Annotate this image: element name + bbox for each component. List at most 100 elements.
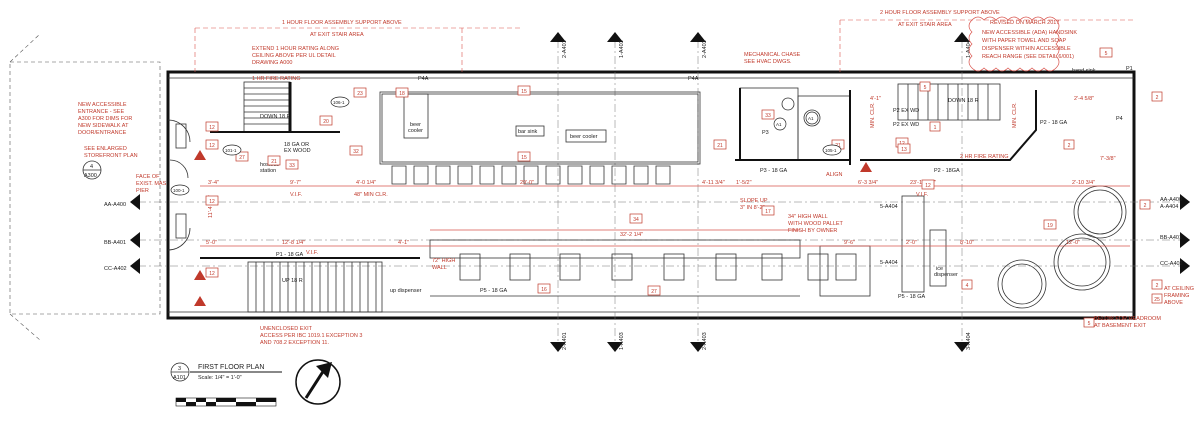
section-label: 5-A404 [880,260,898,266]
partition-type: P2 EX WD [893,122,919,128]
vif: V.I.F. [306,250,318,256]
section-marker [954,342,970,352]
door-tag: 105-1 [822,144,842,156]
keynote-tag: 33 [285,159,299,170]
section-marker [130,194,140,210]
partition-type: P2 - 18GA [934,168,960,174]
keynote-tag: 34 [629,213,643,224]
keynote-tag: 2 [1151,279,1163,290]
door-tag: 106-1 [330,96,350,108]
grid-label-bottom: 1-A403 [619,332,625,350]
detail-callout-sheet: A300 [84,173,97,179]
dimension: 4'-0 1/4" [356,180,376,186]
svg-text:27: 27 [239,155,245,161]
dispenser-label: ice [936,266,943,272]
keynote-tag: 21 [267,155,281,166]
svg-text:27: 27 [651,289,657,295]
grid-label-right: A-A404 [1160,204,1178,210]
svg-text:23: 23 [357,91,363,97]
left-note: FACE OF [136,174,160,180]
svg-text:15: 15 [521,89,527,95]
bar-sink [515,125,545,137]
svg-text:12: 12 [925,183,931,189]
svg-text:12: 12 [209,143,215,149]
dispenser-label: dispenser [934,272,958,278]
brew-tank [1077,189,1123,235]
top-note: EXTEND 1 HOUR RATING ALONG [252,46,339,52]
back-stair [897,83,1001,121]
left-note: NEW SIDEWALK AT [78,123,129,129]
dimension: 3'-4" [208,180,219,186]
door-tag: 101-1 [222,144,242,156]
svg-text:5: 5 [1105,51,1108,57]
beer-cooler-label: beer [410,122,421,128]
slope-note: SLOPE UP [740,198,768,204]
section-marker [130,232,140,248]
section-marker [690,342,706,352]
up-stair [247,261,383,313]
keynote-tag: 18 [395,87,409,98]
svg-text:33: 33 [765,113,771,119]
top-note: DRAWING A000 [252,60,292,66]
fire-rated-wall [860,90,1037,161]
table-seats [459,253,857,281]
top-note: MECHANICAL CHASE [744,52,801,58]
svg-text:5: 5 [1088,321,1091,327]
revision-cloud [968,16,1060,72]
left-note: A300 FOR DIMS FOR [78,116,132,122]
svg-text:1: 1 [934,125,937,131]
keynote-tag: 15 [517,85,531,96]
bottom-note: ABOVE [1164,300,1183,306]
keynote-tag: 33 [761,109,775,120]
keynote-tag: 23 [353,87,367,98]
keynote-tag: 25 [1151,293,1163,304]
left-note: ENTRANCE - SEE [78,109,124,115]
partition-marker: P1 [1126,66,1133,72]
top-note: 2 HOUR FLOOR ASSEMBLY SUPPORT ABOVE [880,10,1000,16]
bottom-note: UNENCLOSED EXIT [260,326,313,332]
keynote-tag: 19 [1043,219,1057,230]
section-marker [607,32,623,42]
svg-text:5: 5 [924,85,927,91]
top-note: AT EXIT STAIR AREA [898,22,952,28]
wall-note: 34" HIGH WALL [788,214,828,220]
toilet [803,109,821,127]
svg-text:34: 34 [633,217,639,223]
bottom-note: FRAMING [1164,293,1189,299]
left-note: NEW ACCESSIBLE [78,102,127,108]
grid-label-left: BB-A401 [104,240,126,246]
dimension: 29'-0" [520,180,534,186]
revision-note: REACH RANGE (SEE DETAIL 6/001) [982,54,1074,60]
beer-cooler [403,93,429,139]
bottom-note: AT BASEMENT EXIT [1094,323,1147,329]
north-arrow-icon [295,359,341,405]
section-marker [1180,194,1190,210]
view-title: FIRST FLOOR PLAN [198,364,264,371]
stair-label: DOWN 18 R [948,98,979,104]
partition-type: P5 - 18 GA [898,294,926,300]
svg-text:105-1: 105-1 [825,148,837,153]
section-label: 5-A404 [880,204,898,210]
grid-label-bottom: 2-A403 [702,332,708,350]
top-note: CEILING ABOVE PER UL DETAIL [252,53,336,59]
sidewalk-edge [9,33,41,63]
partition-type: 18 GA OR [284,142,309,148]
warning-icon [194,296,206,306]
grid-label-bottom: 3-A404 [966,332,972,350]
keynote-tag: 17 [761,205,775,216]
table-group [819,245,871,297]
revision-note: WITH PAPER TOWEL AND SOAP [982,38,1066,44]
svg-text:101-1: 101-1 [225,148,237,153]
dimension: 4'-11 3/4" [702,180,725,186]
partition-type: P2 EX WD [893,108,919,114]
scale-bar [175,397,277,407]
left-note: EXIST. MAS [136,181,167,187]
hostess-label: station [260,168,276,174]
bottom-note: AT CEILING [1164,286,1194,292]
svg-text:100-1: 100-1 [173,188,185,193]
bar-counter [379,91,701,165]
dimension: 12'-0" [1066,240,1080,246]
dimension: 11'-4 1/4" [208,195,214,218]
slope-note: 3" IN 8'-2" [740,205,765,211]
keynote-tag: 12 [205,121,219,132]
